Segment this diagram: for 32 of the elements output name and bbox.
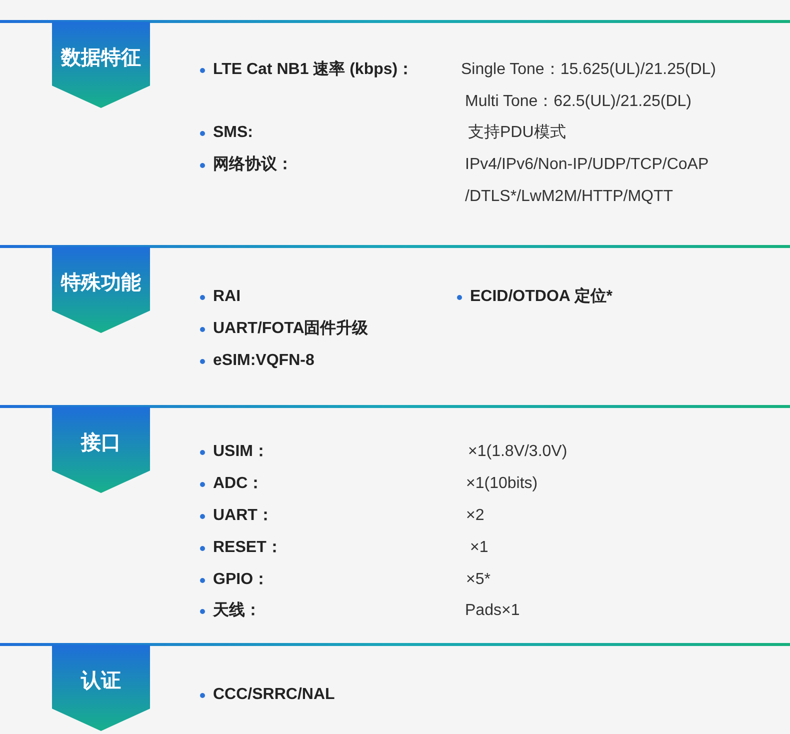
feature-label: eSIM:VQFN-8: [213, 351, 314, 371]
section-tab: [52, 247, 150, 333]
feature-label: LTE Cat NB1 速率 (kbps)：: [213, 59, 414, 80]
feature-value: ×1: [470, 538, 488, 558]
section-title: 特殊功能: [61, 272, 141, 294]
feature-value: Single Tone：15.625(UL)/21.25(DL): [461, 60, 716, 80]
feature-value: Pads×1: [465, 601, 520, 621]
feature-label: USIM：: [213, 442, 269, 462]
section-tab: [52, 407, 150, 493]
feature-value: ×5*: [466, 570, 490, 590]
feature-label: ADC：: [213, 474, 264, 494]
feature-label: GPIO：: [213, 570, 270, 590]
feature-value: ×1(1.8V/3.0V): [468, 442, 568, 462]
feature-label: UART：: [213, 506, 274, 526]
section-tab: [52, 22, 150, 108]
feature-label: 天线：: [213, 600, 261, 621]
feature-label: CCC/SRRC/NAL: [213, 685, 335, 705]
feature-value: IPv4/IPv6/Non-IP/UDP/TCP/CoAP /DTLS*/LwM2M/HTTP/MQTT: [465, 155, 710, 207]
section-tab: [52, 645, 150, 731]
feature-label: UART/FOTA固件升级: [213, 318, 368, 339]
feature-label: ECID/OTDOA 定位*: [470, 286, 613, 307]
feature-label: SMS:: [213, 123, 253, 143]
feature-label: RAI: [213, 287, 241, 307]
section-title: 接口: [81, 432, 121, 454]
feature-value: ×2: [466, 506, 484, 526]
feature-value: 支持PDU模式: [468, 122, 566, 143]
feature-label: 网络协议：: [213, 154, 293, 175]
feature-value: ×1(10bits): [466, 474, 538, 494]
feature-value: Multi Tone：62.5(UL)/21.25(DL): [465, 92, 692, 112]
feature-label: RESET：: [213, 538, 282, 558]
section-title: 数据特征: [61, 47, 141, 69]
section-title: 认证: [81, 670, 121, 692]
